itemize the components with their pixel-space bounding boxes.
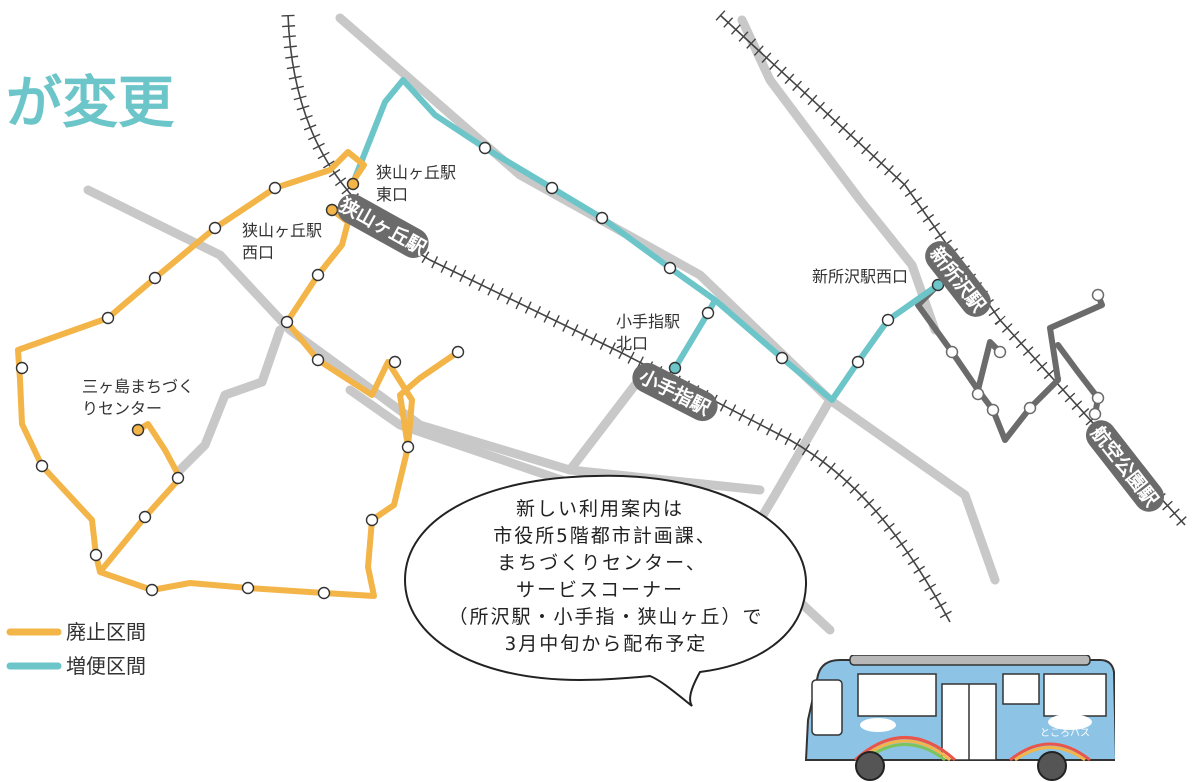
bus-front-window (811, 679, 843, 736)
other-route (915, 282, 1105, 443)
bus-wheel (1037, 751, 1067, 781)
bubble-line: 新しい利用案内は (516, 498, 684, 520)
stop-label-mikajima: 三ヶ島まちづく (82, 377, 194, 396)
bus-stop (945, 345, 959, 359)
bubble-line: （所沢駅・小手指・狭山ヶ丘）で (448, 606, 763, 628)
abolished-route-line (15, 149, 461, 599)
station-badge-bg (632, 362, 718, 422)
station-badge-kokukoen: 航空公園駅 (1085, 420, 1165, 512)
bus-stop (365, 513, 379, 527)
bus-cloud (1048, 714, 1092, 730)
bus-stop (35, 459, 49, 473)
terminal-stop-sayamagaoka-west (325, 203, 339, 217)
stop-label-sayamagaoka-west: 狭山ヶ丘駅 (242, 221, 322, 240)
bus-stop (1088, 407, 1102, 421)
bus-stop (280, 315, 294, 329)
terminal-stop-shintokorozawa-west (931, 278, 945, 292)
speech-bubble-shape (403, 474, 808, 707)
bus-stop (89, 548, 103, 562)
bus-window (857, 673, 937, 717)
bus-stop (241, 581, 255, 595)
bubble-line: 3月中旬から配布予定 (505, 633, 707, 655)
stop-label-sayamagaoka-east: 狭山ヶ丘駅 (376, 163, 456, 182)
stop-label-sayamagaoka-east: 東口 (376, 185, 408, 204)
bus-stop (595, 211, 609, 225)
bubble-line: 市役所5階都市計画課、 (493, 525, 716, 547)
bus-stop (311, 353, 325, 367)
bus-window (1002, 673, 1040, 705)
abolished-route-stops (15, 181, 465, 600)
rainbow (1009, 742, 1091, 762)
bus-stop (986, 403, 1000, 417)
bubble-line: まちづくりセンター、 (497, 552, 707, 574)
bus-stop (401, 440, 415, 454)
stop-label-kotesashi-north: 北口 (616, 334, 648, 353)
legend-label-abolished: 廃止区間 (66, 620, 146, 644)
bus-stop (993, 345, 1007, 359)
bus-stop (1023, 401, 1037, 415)
bus-wheel (855, 751, 885, 781)
stop-labels: 狭山ヶ丘駅 東口 狭山ヶ丘駅 西口 小手指駅 北口 新所沢駅西口 三ヶ島まちづく… (82, 163, 908, 418)
bus-window (1043, 673, 1107, 717)
terminal-stop-mikajima (131, 423, 145, 437)
bus-stop (388, 355, 402, 369)
stop-label-sayamagaoka-west: 西口 (242, 243, 274, 262)
bus-stop (545, 181, 559, 195)
station-badge-bg (925, 241, 991, 317)
terminal-stop-kotesashi-north (668, 361, 682, 375)
stop-label-kotesashi-north: 小手指駅 (616, 312, 680, 331)
bus-stop (881, 313, 895, 327)
bus-stop (268, 181, 282, 195)
bus-roof (849, 655, 1091, 666)
railway-line (287, 14, 951, 623)
bus-stop (208, 221, 222, 235)
speech-bubble: 新しい利用案内は 市役所5階都市計画課、 まちづくりセンター、 サービスコーナー… (403, 474, 808, 707)
bus-stop (171, 471, 185, 485)
abolished-route (15, 149, 465, 600)
bus-stop (148, 271, 162, 285)
legend-label-increased: 増便区間 (66, 654, 146, 678)
bus-stop (1091, 288, 1105, 302)
stop-label-mikajima: りセンター (82, 399, 162, 418)
road (565, 380, 640, 475)
bus-stop (663, 261, 677, 275)
rainbow (853, 736, 957, 762)
bus-stop (145, 583, 159, 597)
legend: 廃止区間 増便区間 (6, 620, 146, 678)
bus-illustration: ところバス (804, 655, 1115, 781)
bus-stop (851, 355, 865, 369)
other-route-stops (945, 288, 1105, 421)
stop-label-shintokorozawa-west: 新所沢駅西口 (812, 267, 908, 286)
bus-stop (317, 586, 331, 600)
bus-name: ところバス (1040, 727, 1090, 739)
increased-route-stops (478, 141, 895, 369)
station-badge-bg (337, 194, 429, 258)
bus-stop (101, 311, 115, 325)
rainbow (1014, 746, 1086, 762)
bus-cloud (860, 718, 896, 732)
page-title: が変更 (6, 71, 175, 136)
bus-stop (451, 345, 465, 359)
bus-stop (701, 306, 715, 320)
other-route-line (915, 282, 1105, 443)
bus-stop (775, 351, 789, 365)
station-name: 航空公園駅 (1086, 422, 1163, 512)
bus-stop (138, 510, 152, 524)
road (335, 13, 1000, 585)
bubble-line: サービスコーナー (516, 579, 684, 601)
terminal-stop-sayamagaoka-east (346, 177, 360, 191)
increased-route (350, 77, 945, 403)
bus-stop (971, 387, 985, 401)
bus-stop (1091, 391, 1105, 405)
bus-stop (15, 361, 29, 375)
road (737, 15, 940, 335)
bus-stop (311, 268, 325, 282)
bus-stop (478, 141, 492, 155)
station-badge-bg (1085, 420, 1165, 512)
road (175, 325, 285, 475)
